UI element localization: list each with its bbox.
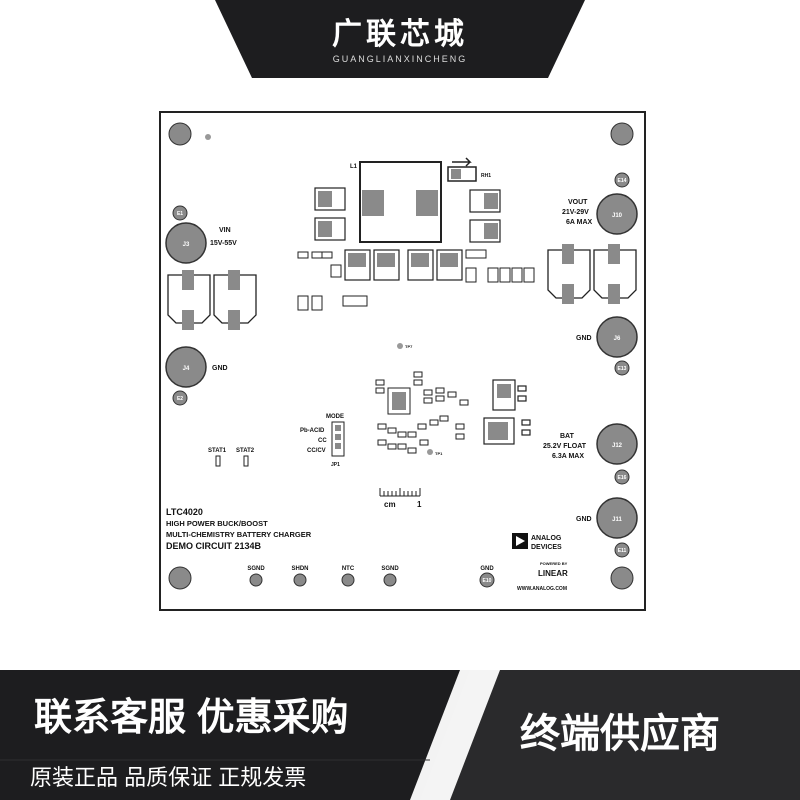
promo-right-text: 终端供应商 bbox=[520, 712, 720, 756]
terminal-sgnd-2-label: SGND bbox=[381, 566, 399, 572]
input-capacitors bbox=[167, 270, 257, 330]
j10-ref: J10 bbox=[612, 213, 623, 219]
controller-ic-area bbox=[375, 371, 469, 454]
mode-option-pb-acid: Pb-ACID bbox=[300, 428, 325, 434]
rh1-ref: RH1 bbox=[481, 173, 491, 179]
stat2-label: STAT2 bbox=[236, 448, 255, 454]
e10-ref: E10 bbox=[483, 578, 492, 584]
brand-pinyin: GUANGLIANXINCHENG bbox=[333, 54, 468, 64]
logo-analog: ANALOG bbox=[531, 535, 562, 542]
vin-terminal-j3: J3 E1 VIN 15V-55V bbox=[165, 205, 237, 264]
e1-ref: E1 bbox=[177, 211, 183, 217]
bottom-promo-banner: 联系客服 优惠采购 终端供应商 原装正品 品质保证 正规发票 bbox=[0, 670, 800, 800]
bottom-test-terminals: SGND SHDN NTC SGND GND E10 bbox=[247, 566, 495, 588]
tp7-ref: TP7 bbox=[405, 344, 413, 349]
demo-board: L1 RH1 bbox=[159, 111, 646, 611]
vout-terminal-j10: J10 E14 VOUT 21V-29V 6A MAX bbox=[562, 172, 638, 235]
right-gnd-label-1: GND bbox=[576, 335, 592, 342]
vin-range: 15V-55V bbox=[210, 240, 237, 247]
logo-url: WWW.ANALOG.COM bbox=[517, 586, 567, 592]
e14-ref: E14 bbox=[618, 178, 627, 184]
right-mosfets bbox=[469, 189, 501, 243]
j12-ref: J12 bbox=[612, 443, 623, 449]
logo-devices: DEVICES bbox=[531, 544, 562, 551]
description-line-2: MULTI-CHEMISTRY BATTERY CHARGER bbox=[166, 530, 312, 539]
vout-range: 21V-29V bbox=[562, 209, 589, 216]
mode-option-cc: CC bbox=[318, 438, 327, 444]
inductor-ref: L1 bbox=[350, 164, 358, 170]
brand-name: 广联芯城 bbox=[332, 18, 468, 51]
bottom-mosfet-row bbox=[344, 249, 463, 281]
inductor-l1: L1 bbox=[350, 161, 442, 243]
output-mosfet-q1 bbox=[483, 379, 531, 445]
terminal-ntc-label: NTC bbox=[342, 566, 355, 572]
ruler-unit: cm bbox=[384, 500, 396, 509]
left-gnd-label: GND bbox=[212, 365, 228, 372]
terminal-shdn-label: SHDN bbox=[291, 566, 308, 572]
jp1-ref: JP1 bbox=[331, 462, 340, 468]
tagline-text: 原装正品 品质保证 正规发票 bbox=[30, 765, 306, 790]
bat-float: 25.2V FLOAT bbox=[543, 443, 587, 450]
terminal-gnd-label: GND bbox=[480, 566, 494, 572]
j3-ref: J3 bbox=[183, 242, 190, 248]
analog-devices-logo: ANALOG DEVICES POWERED BY LINEAR WWW.ANA… bbox=[512, 533, 568, 592]
demo-circuit-number: DEMO CIRCUIT 2134B bbox=[166, 541, 262, 551]
gnd-terminal-j6: J6 E13 GND bbox=[576, 316, 638, 376]
mode-label: MODE bbox=[326, 414, 344, 420]
logo-powered-by: POWERED BY bbox=[540, 561, 568, 566]
logo-linear: LINEAR bbox=[538, 569, 568, 578]
gnd-terminal-j11: J11 E11 GND bbox=[576, 497, 638, 558]
scale-ruler bbox=[379, 488, 421, 497]
j11-ref: J11 bbox=[612, 517, 622, 523]
mounting-holes bbox=[168, 122, 634, 590]
vout-label: VOUT bbox=[568, 199, 588, 206]
output-capacitors bbox=[547, 244, 637, 304]
j4-ref: J4 bbox=[183, 366, 190, 372]
small-passives-power bbox=[297, 249, 535, 311]
e13-ref: E13 bbox=[618, 366, 627, 372]
board-title-block: LTC4020 HIGH POWER BUCK/BOOST MULTI-CHEM… bbox=[166, 507, 312, 551]
ruler-mark: 1 bbox=[417, 500, 422, 509]
part-number: LTC4020 bbox=[166, 507, 203, 517]
e2-ref: E2 bbox=[177, 396, 183, 402]
top-brand-banner: 广联芯城 GUANGLIANXINCHENG bbox=[215, 0, 585, 78]
gnd-terminal-j4: J4 E2 GND bbox=[165, 346, 228, 406]
tp1-ref: TP1 bbox=[435, 451, 443, 456]
left-mosfets bbox=[314, 187, 346, 241]
status-leds: STAT1 STAT2 bbox=[208, 448, 255, 467]
sense-resistor-rh1: RH1 bbox=[447, 157, 491, 182]
j6-ref: J6 bbox=[614, 336, 621, 342]
e16-ref: E16 bbox=[618, 475, 627, 481]
bat-current: 6.3A MAX bbox=[552, 453, 584, 460]
mode-option-cc-cv: CC/CV bbox=[307, 448, 326, 454]
analog-devices-triangle-icon bbox=[516, 536, 525, 546]
bat-label: BAT bbox=[560, 433, 575, 440]
promo-left-text: 联系客服 优惠采购 bbox=[34, 696, 349, 739]
stat1-label: STAT1 bbox=[208, 448, 227, 454]
right-gnd-label-2: GND bbox=[576, 516, 592, 523]
bat-terminal-j12: J12 E16 BAT 25.2V FLOAT 6.3A MAX bbox=[543, 423, 638, 485]
terminal-sgnd-1-label: SGND bbox=[247, 566, 265, 572]
vin-label: VIN bbox=[219, 227, 231, 234]
description-line-1: HIGH POWER BUCK/BOOST bbox=[166, 519, 268, 528]
mode-jumper-jp1: MODE Pb-ACID CC CC/CV JP1 bbox=[300, 414, 345, 468]
vout-current: 6A MAX bbox=[566, 219, 593, 226]
e11-ref: E11 bbox=[618, 548, 627, 554]
